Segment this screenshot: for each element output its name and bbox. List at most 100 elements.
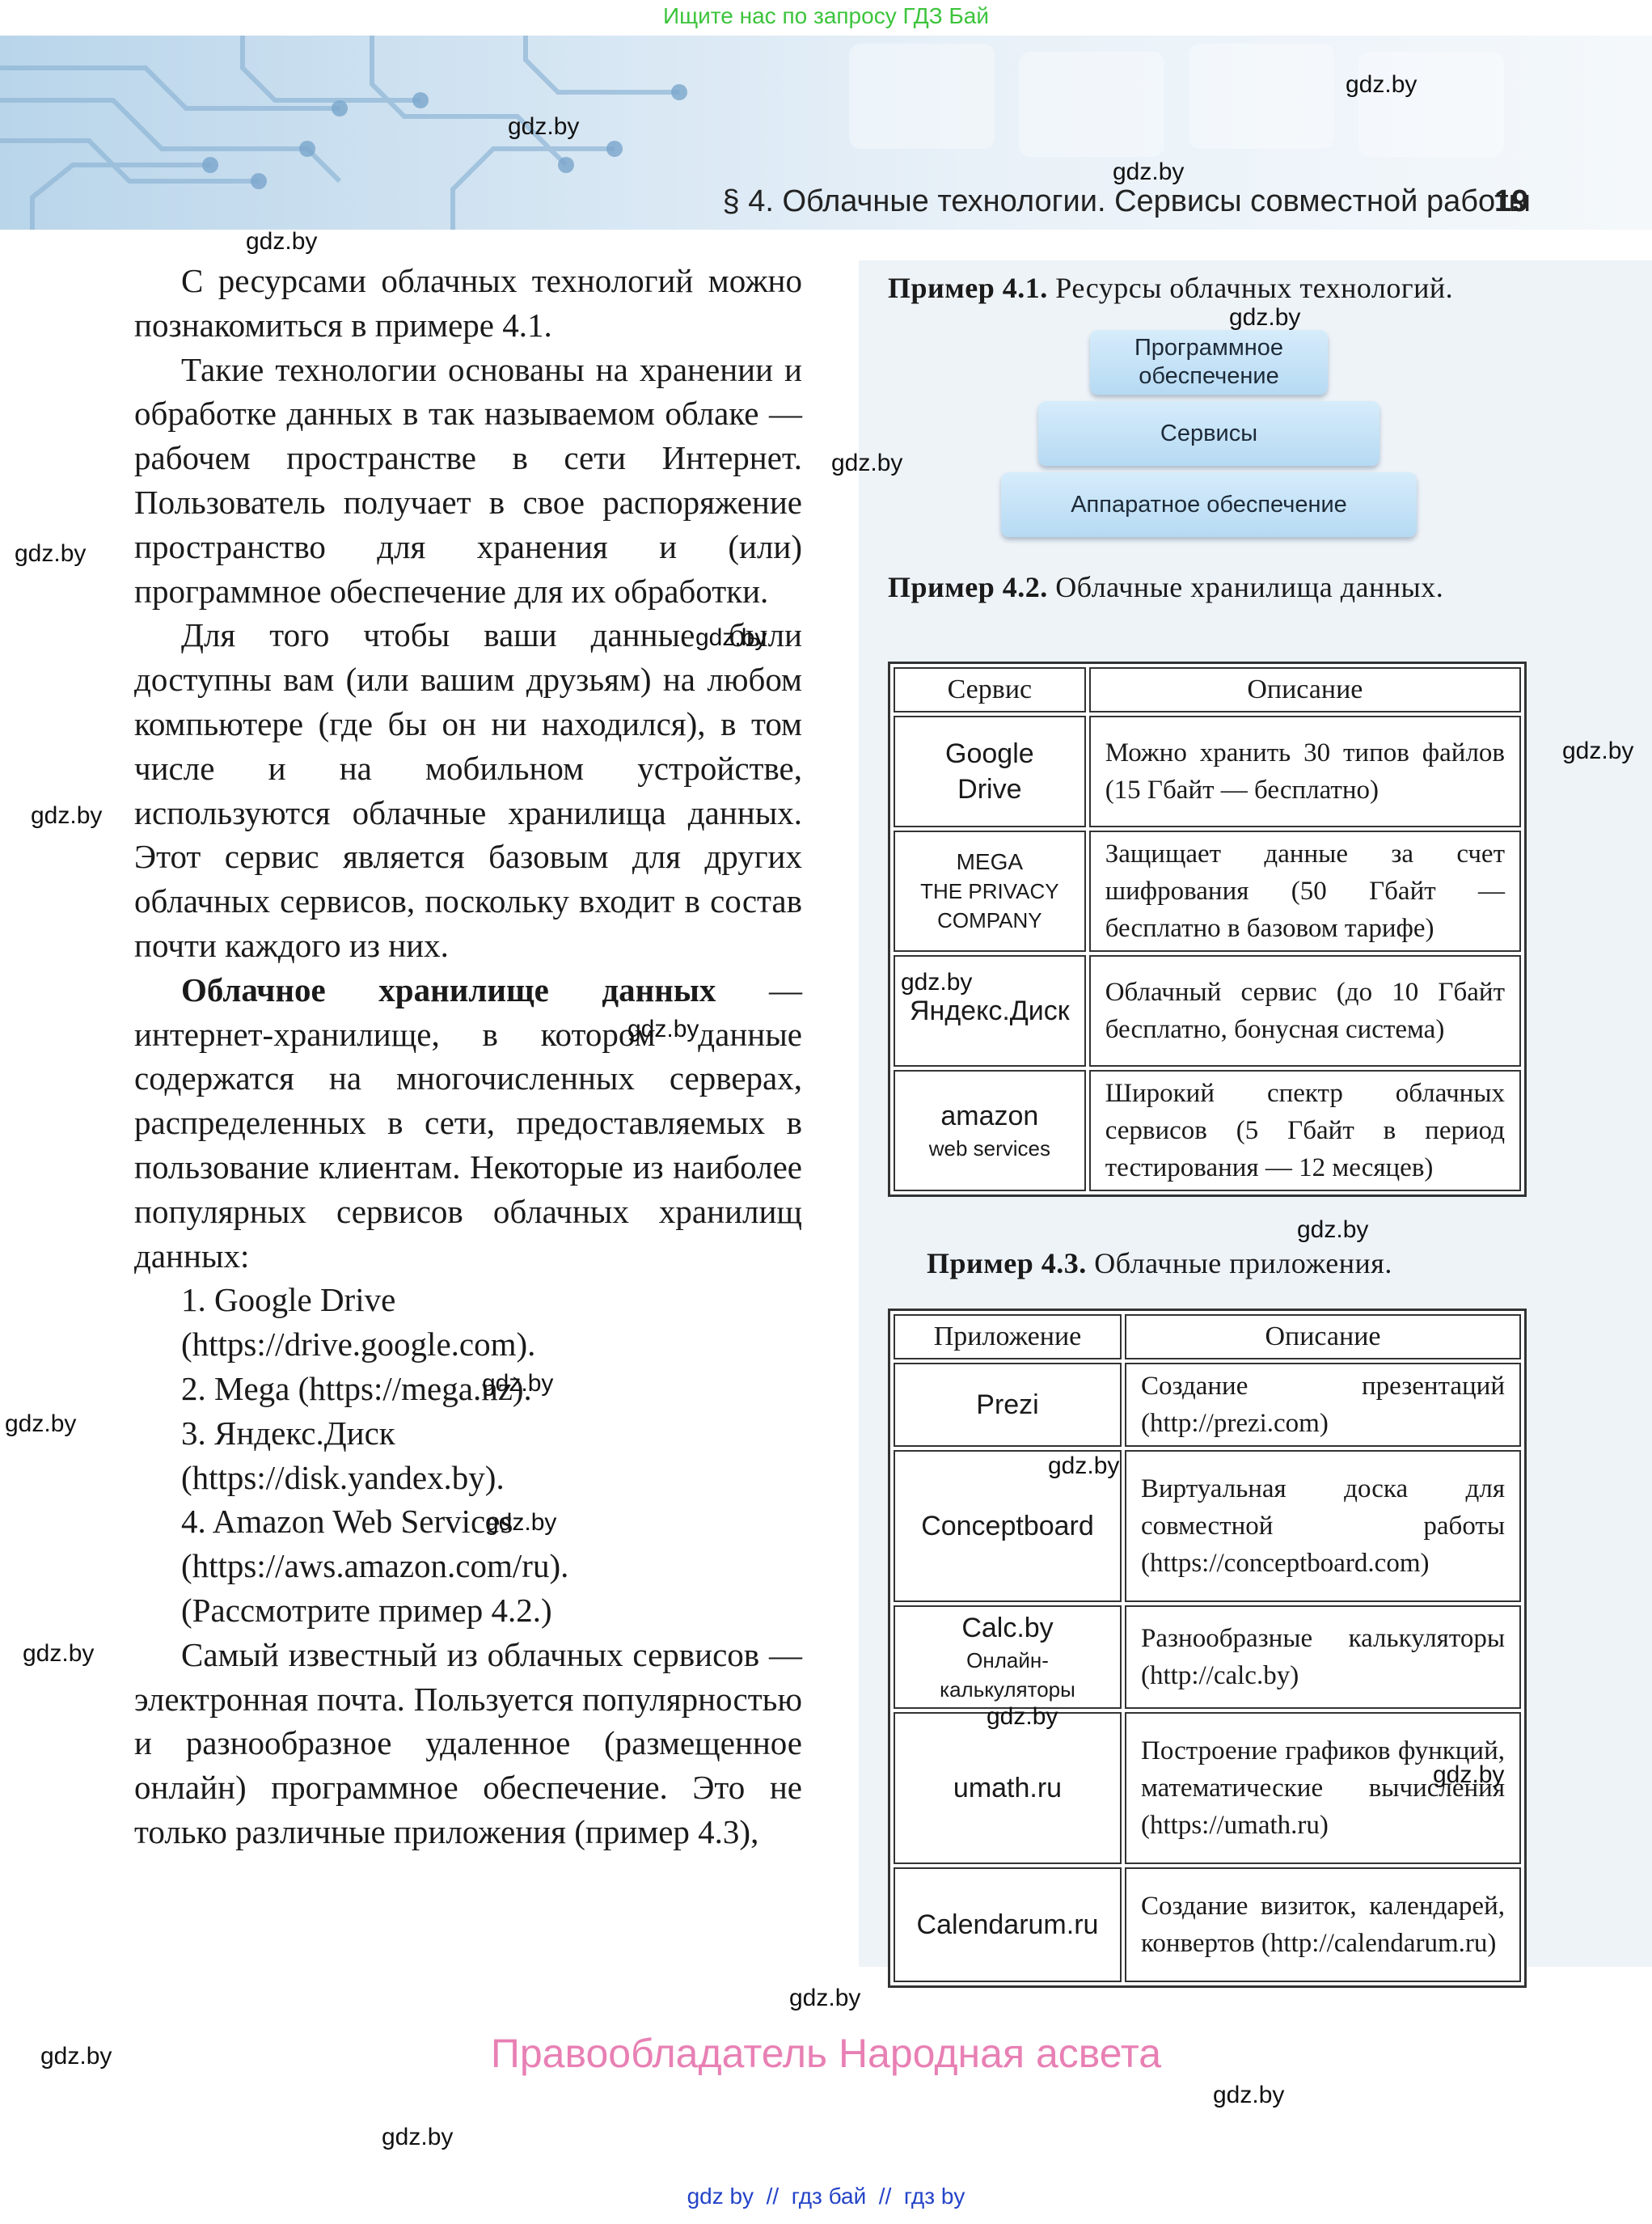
cloud-apps-table: Приложение Описание Prezi Создание презе… (888, 1309, 1527, 1988)
example-caption-text: Облачные приложения. (1086, 1247, 1392, 1279)
app-prezi: Prezi (894, 1363, 1122, 1447)
watermark: gdz.by (485, 1509, 557, 1536)
paragraph-see-example: (Рассмотрите пример 4.2.) (181, 1591, 552, 1629)
table-header: Описание (1088, 667, 1521, 712)
watermark: gdz.by (31, 802, 103, 829)
table-header-row: Приложение Описание (894, 1314, 1521, 1359)
example-4-2-caption: Пример 4.2. Облачные хранилища данных. (888, 569, 1470, 605)
app-umath: umath.ru (894, 1712, 1122, 1864)
list-item-4: 4. Amazon Web Services (https://aws.amazo… (134, 1499, 802, 1588)
watermark: gdz.by (987, 1703, 1058, 1730)
list-item-1: 1. Google Drive (https://drive.google.com… (134, 1278, 802, 1367)
table-header-row: Сервис Описание (894, 667, 1521, 712)
logo-text: MEGA (956, 849, 1024, 874)
logo-subtext: THE PRIVACY COMPANY (920, 879, 1059, 932)
watermark: gdz.by (40, 2043, 112, 2070)
table-header: Описание (1125, 1314, 1521, 1359)
table-row: amazon web services Широкий спектр облачн… (894, 1070, 1521, 1191)
watermark: gdz.by (1433, 1761, 1505, 1788)
watermark: gdz.by (246, 228, 318, 255)
list-item-name: 3. Яндекс.Диск (181, 1414, 395, 1452)
service-mega: MEGA THE PRIVACY COMPANY (894, 831, 1086, 952)
header-banner (0, 36, 1652, 230)
pyramid-level-software: Программное обеспечение (1090, 330, 1328, 395)
logo-subtext: web services (928, 1136, 1050, 1161)
paragraph-2: Такие технологии основаны на хранении и … (134, 350, 802, 610)
app-description: Построение графиков функций, математичес… (1125, 1712, 1521, 1864)
list-item-2: 2. Mega (https://mega.nz). (134, 1367, 802, 1411)
example-caption-text: Облачные хранилища данных. (1047, 571, 1444, 603)
watermark: gdz.by (5, 1410, 77, 1437)
logo-text: amazon (940, 1101, 1039, 1131)
watermark: gdz.by (15, 540, 87, 567)
watermark: gdz.by (382, 2124, 454, 2150)
app-description: Создание визиток, календарей, конвертов … (1125, 1867, 1521, 1982)
logo-subtext: Онлайн-калькуляторы (940, 1648, 1075, 1702)
example-label: Пример 4.3. (927, 1247, 1087, 1279)
table-row: umath.ru Построение графиков функций, ма… (894, 1712, 1521, 1864)
app-conceptboard: Conceptboard (894, 1450, 1122, 1602)
example-4-1-caption: Пример 4.1. Ресурсы облачных технологий. (888, 270, 1470, 306)
watermark: gdz.by (695, 624, 767, 651)
app-description: Создание презентаций (http://prezi.com) (1125, 1363, 1521, 1447)
list-item-url: (https://aws.amazon.com/ru). (181, 1547, 569, 1585)
watermark: gdz.by (1229, 304, 1301, 331)
example-caption-text: Ресурсы облачных технологий. (1047, 272, 1454, 304)
list-item-url: (https://drive.google.com). (181, 1326, 536, 1364)
paragraph-definition: Облачное хранилище данных — интернет-хра… (134, 968, 802, 1279)
list-item-url: (https://disk.yandex.by). (181, 1458, 505, 1496)
table-row: Conceptboard Виртуальная доска для совме… (894, 1450, 1521, 1602)
top-notice: Ищите нас по запросу ГДЗ Бай (662, 3, 990, 28)
table-row: Calendarum.ru Создание визиток, календар… (894, 1867, 1521, 1982)
app-description: Виртуальная доска для совместной работы … (1125, 1450, 1521, 1602)
watermark: gdz.by (508, 113, 580, 140)
table-header: Приложение (894, 1314, 1122, 1359)
watermark: gdz.by (627, 1016, 699, 1042)
copyright-notice: Правообладатель Народная асвета (490, 2031, 1162, 2076)
table-row: MEGA THE PRIVACY COMPANY Защищает данные … (894, 831, 1521, 952)
pyramid-level-services: Сервисы (1038, 401, 1379, 466)
service-description: Облачный сервис (до 10 Гбайт бесплатно, … (1088, 955, 1521, 1067)
pyramid-level-hardware: Аппаратное обеспечение (1001, 472, 1417, 537)
table-row: Prezi Создание презентаций (http://prezi… (894, 1363, 1521, 1447)
page-number: 19 (1494, 184, 1529, 218)
table-row: Google Drive Можно хранить 30 типов файл… (894, 716, 1521, 827)
watermark: gdz.by (901, 969, 973, 996)
paragraph-6: Самый известный из облачных сервисов — э… (134, 1635, 802, 1850)
watermark: gdz.by (1113, 159, 1185, 185)
watermark: gdz.by (789, 1985, 861, 2011)
service-amazon: amazon web services (894, 1070, 1086, 1191)
table-header: Сервис (894, 667, 1086, 712)
watermark: gdz.by (1213, 2082, 1285, 2108)
definition-text: — интернет-хранилище, в котором данные с… (134, 970, 802, 1275)
storage-services-table: Сервис Описание Google Drive Можно храни… (888, 662, 1527, 1197)
example-4-3-caption: Пример 4.3. Облачные приложения. (927, 1245, 1509, 1281)
footer-links[interactable]: gdz by // гдз бай // гдз by (687, 2184, 965, 2209)
list-item-name: 4. Amazon Web Services (181, 1503, 513, 1541)
example-label: Пример 4.1. (888, 272, 1048, 304)
defined-term: Облачное хранилище данных (181, 970, 716, 1008)
service-yandex-disk: Яндекс.Диск (894, 955, 1086, 1067)
paragraph-1: С ресурсами облачных технологий можно по… (134, 262, 802, 344)
watermark: gdz.by (1297, 1216, 1369, 1243)
watermark: gdz.by (1562, 738, 1634, 764)
list-item-name: 2. Mega (https://mega.nz). (181, 1369, 532, 1407)
watermark: gdz.by (23, 1640, 95, 1667)
watermark: gdz.by (831, 450, 903, 476)
service-description: Можно хранить 30 типов файлов (15 Гбайт … (1088, 716, 1521, 827)
watermark: gdz.by (1346, 71, 1418, 98)
list-item-name: 1. Google Drive (181, 1281, 396, 1319)
main-text-column: С ресурсами облачных технологий можно по… (134, 259, 802, 1854)
service-description: Широкий спектр облачных сервисов (5 Гбай… (1088, 1070, 1521, 1191)
app-description: Разнообразные калькуляторы (http://calc.… (1125, 1605, 1521, 1709)
table-row: Яндекс.Диск Облачный сервис (до 10 Гбайт… (894, 955, 1521, 1067)
app-calendarum: Calendarum.ru (894, 1867, 1122, 1982)
list-item-3: 3. Яндекс.Диск (https://disk.yandex.by). (134, 1411, 802, 1500)
circuit-board-decoration (0, 36, 1504, 230)
service-description: Защищает данные за счет шифрования (50 Г… (1088, 831, 1521, 952)
watermark: gdz.by (482, 1370, 554, 1397)
watermark: gdz.by (1048, 1452, 1120, 1479)
service-google-drive: Google Drive (894, 716, 1086, 827)
